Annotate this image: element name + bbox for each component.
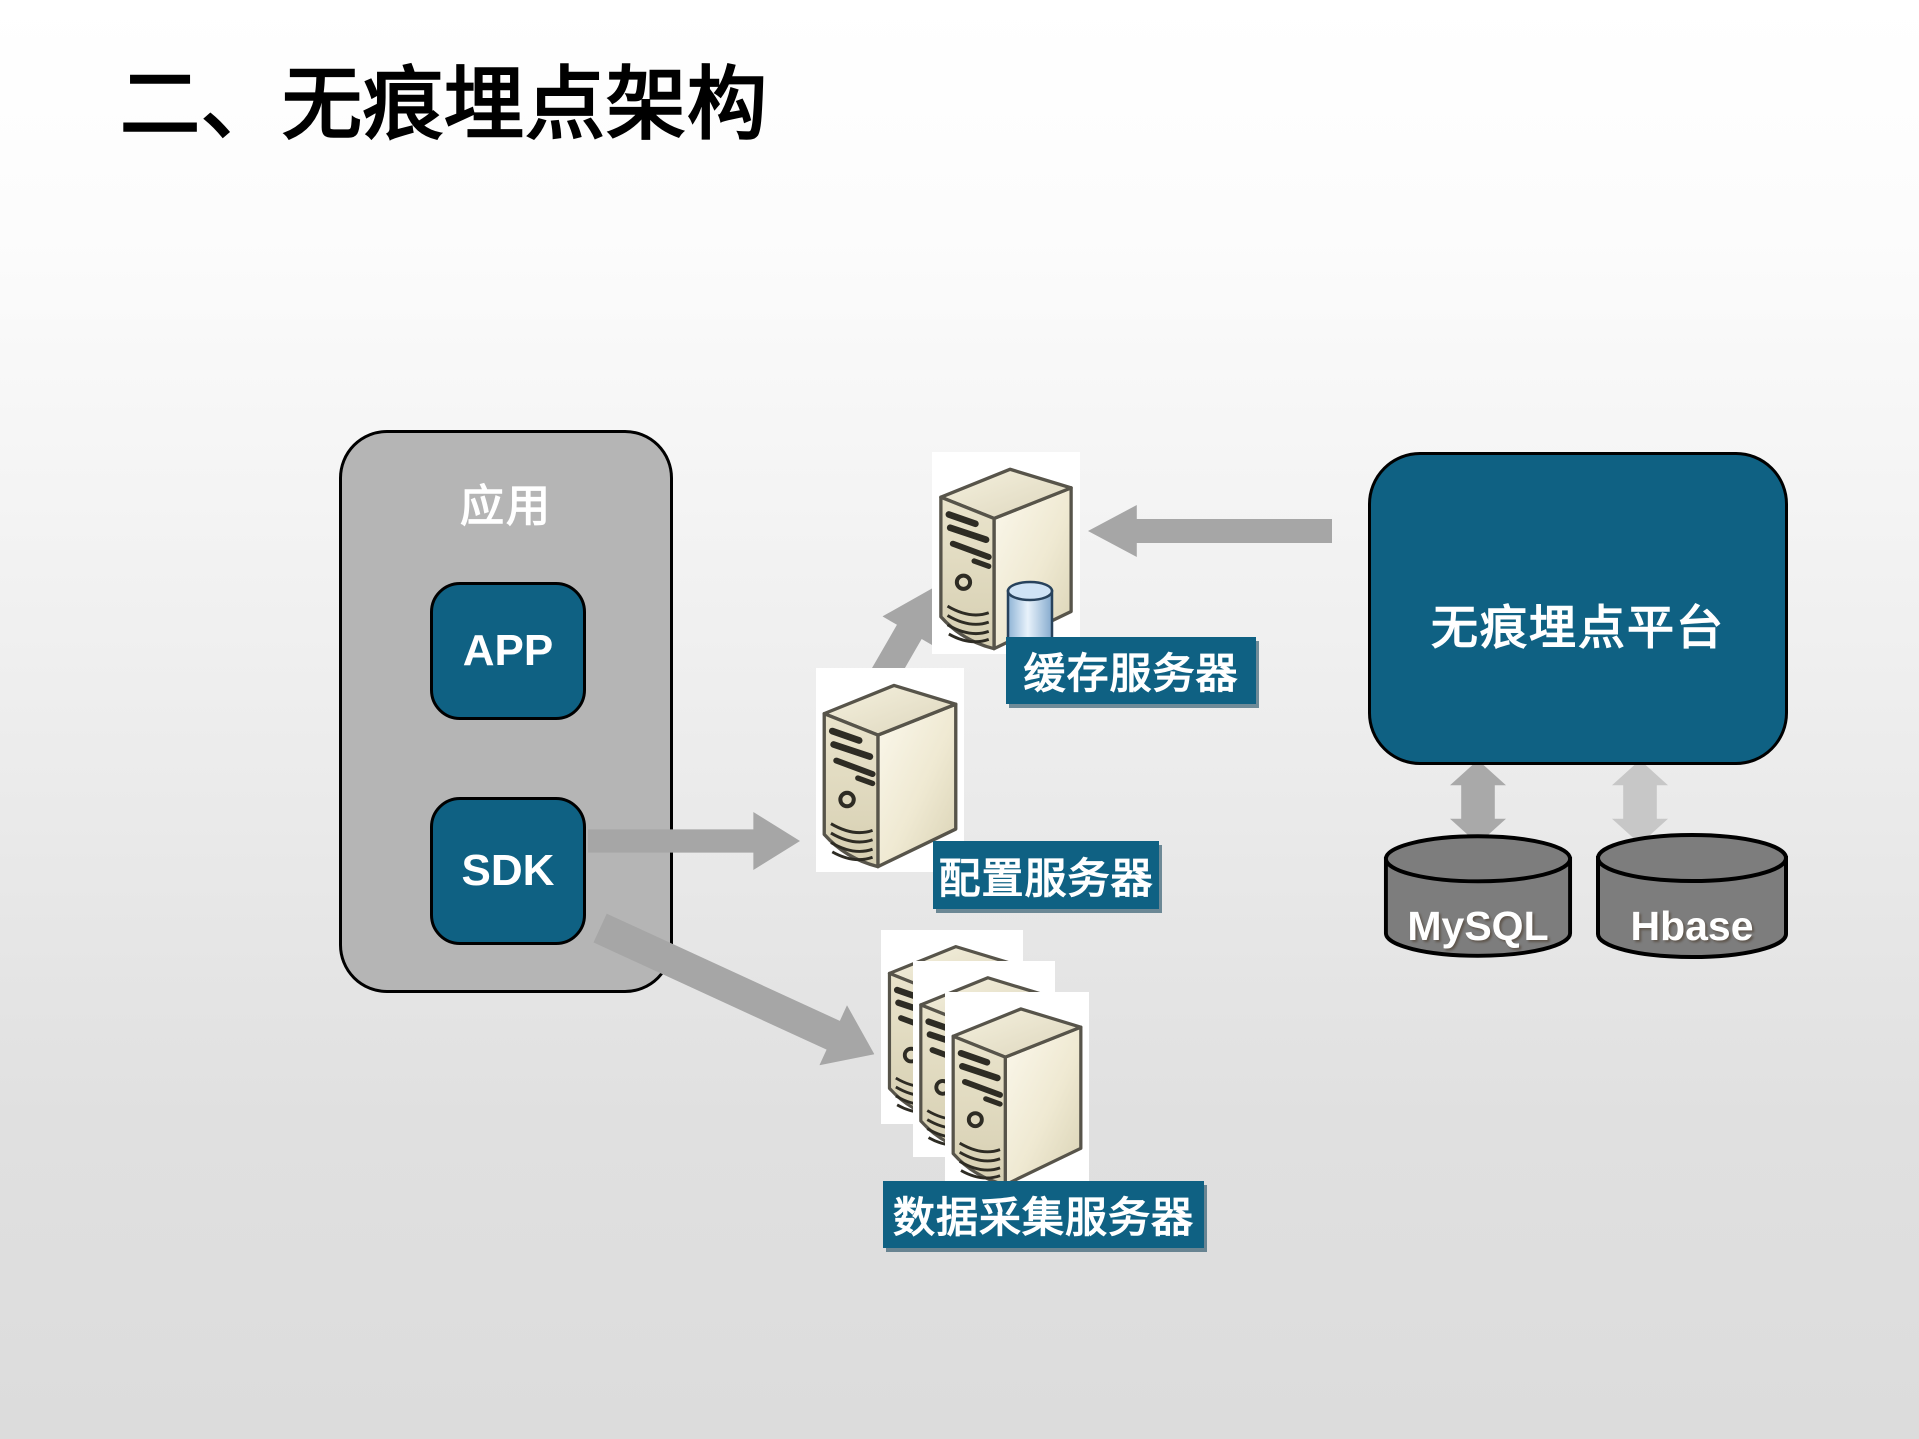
sdk-box: SDK [430, 797, 586, 945]
platform-label: 无痕埋点平台 [1431, 601, 1725, 654]
platform-box: 无痕埋点平台 [1368, 452, 1788, 765]
arrow-platform-to-cache-icon [1088, 505, 1332, 557]
collect-server-label: 数据采集服务器 [883, 1181, 1204, 1248]
cache-server-icon [932, 452, 1080, 654]
app-container-label: 应用 [460, 482, 552, 531]
app-box-label: APP [462, 626, 554, 675]
collect-server-label-text: 数据采集服务器 [892, 1194, 1194, 1241]
sdk-box-label: SDK [461, 846, 555, 895]
config-server-label-text: 配置服务器 [938, 854, 1154, 902]
config-server-icon [816, 668, 964, 872]
mysql-label: MySQL [1407, 903, 1549, 949]
collect-server-icon-3 [945, 992, 1089, 1190]
page-title: 二、无痕埋点架构 [120, 60, 768, 149]
cache-server-label: 缓存服务器 [1006, 637, 1256, 704]
hbase-label: Hbase [1630, 903, 1754, 949]
cache-server-label-text: 缓存服务器 [1023, 650, 1239, 697]
app-box: APP [430, 582, 586, 720]
config-server-label: 配置服务器 [933, 841, 1159, 909]
hbase-database-cylinder-icon: Hbase [1594, 831, 1790, 963]
mysql-database-cylinder-icon: MySQL [1382, 831, 1574, 963]
